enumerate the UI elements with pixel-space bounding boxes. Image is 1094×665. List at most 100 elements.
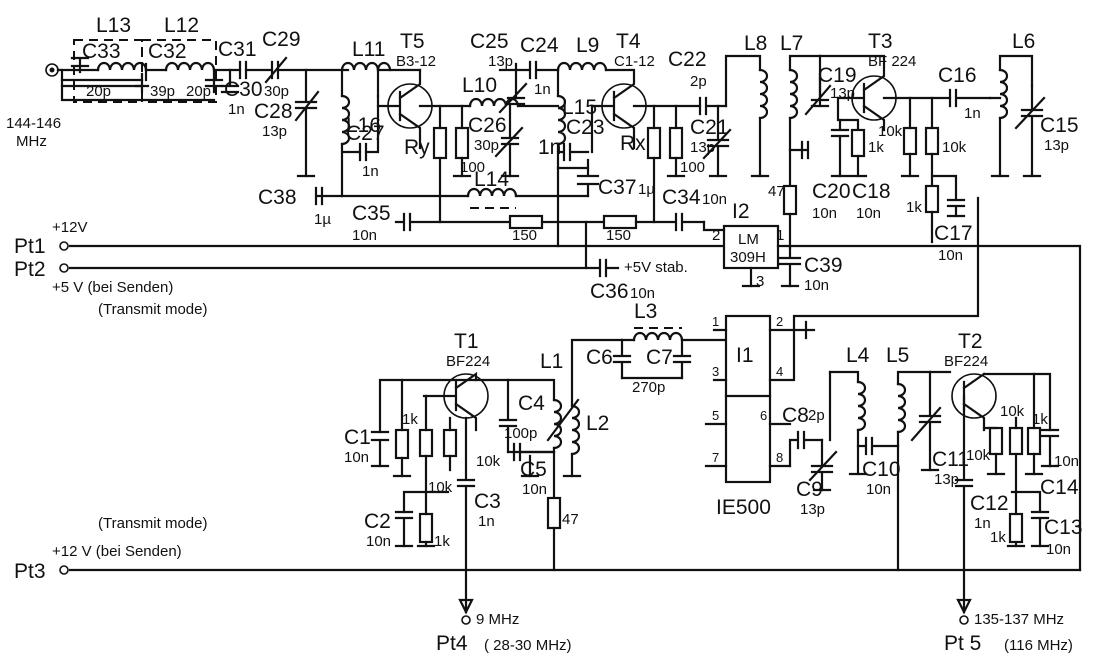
c17-label: C17 xyxy=(934,222,973,245)
t4-resistor-left xyxy=(646,126,662,160)
t1-label: T1 xyxy=(454,330,479,353)
ry-label: Ry xyxy=(404,136,430,159)
i2-pin3: 3 xyxy=(756,273,764,290)
pt4-freq2: ( 28-30 MHz) xyxy=(484,637,572,654)
c30-label: C30 xyxy=(224,78,263,101)
c11-value: 13p xyxy=(934,471,959,488)
c16-label: C16 xyxy=(938,64,977,87)
c37-value: 1µ xyxy=(638,181,655,198)
c36-cap xyxy=(68,258,620,278)
i1-pin5: 5 xyxy=(712,408,719,423)
r150a-value: 150 xyxy=(512,227,537,244)
l16-label: L16 xyxy=(346,114,381,137)
pt4-freq: 9 MHz xyxy=(476,611,519,628)
c9-label: C9 xyxy=(796,478,823,501)
l14-label: L14 xyxy=(474,168,509,191)
t4-r100: 100 xyxy=(680,159,705,176)
i1-pin6: 6 xyxy=(760,408,767,423)
l9-label: L9 xyxy=(576,34,599,57)
c20-value: 10n xyxy=(812,205,837,222)
pt3-terminal xyxy=(59,565,69,575)
t2-type: BF224 xyxy=(944,353,988,370)
c13-cap xyxy=(1010,490,1050,548)
c1-cap xyxy=(370,430,390,468)
t3-r10k-b: 10k xyxy=(942,139,967,156)
c5-value: 10n xyxy=(522,481,547,498)
i1-pin4: 4 xyxy=(776,364,783,379)
t4-label: T4 xyxy=(616,30,641,53)
t3-r1k-b: 1k xyxy=(906,199,922,216)
i2-pin2: 2 xyxy=(712,227,720,244)
c11-label: C11 xyxy=(932,448,969,471)
t2-transistor xyxy=(951,373,997,419)
c15-value: 13p xyxy=(1044,137,1069,154)
c2-cap xyxy=(394,510,414,548)
c24-value: 1n xyxy=(534,81,551,98)
c30-value: 1n xyxy=(228,101,245,118)
pt1-label: Pt1 xyxy=(14,235,46,258)
c16-cap xyxy=(948,88,992,108)
c24-label: C24 xyxy=(520,34,559,57)
c28-trimmer xyxy=(294,68,320,178)
l6-coil xyxy=(998,68,1009,120)
pt5-freq2: (116 MHz) xyxy=(1004,637,1073,654)
t1-r1k: 1k xyxy=(402,411,418,428)
t2-r1k: 1k xyxy=(1032,411,1048,428)
c12-value: 1n xyxy=(974,515,991,532)
t1-r47: 47 xyxy=(562,511,579,528)
l2-coil xyxy=(570,404,581,456)
t1-type: BF224 xyxy=(446,353,490,370)
c2-value: 10n xyxy=(366,533,391,550)
i2-line1: LM xyxy=(738,231,759,248)
i2-pin1: 1 xyxy=(776,227,784,244)
i2-line2: 309H xyxy=(730,249,766,266)
c3-value: 1n xyxy=(478,513,495,530)
pt3-voltage: +12 V (bei Senden) xyxy=(52,543,182,560)
t3-r10k-a: 10k xyxy=(878,123,903,140)
c36-label: C36 xyxy=(590,280,629,303)
t1-resistor-10k-a xyxy=(418,428,434,458)
i2-regulator xyxy=(722,224,780,270)
t3-resistor-1k xyxy=(850,128,866,158)
c35-cap xyxy=(394,212,512,232)
pt2-terminal xyxy=(59,263,69,273)
c35-value: 10n xyxy=(352,227,377,244)
c39-label: C39 xyxy=(804,254,843,277)
c19-label: C19 xyxy=(818,64,857,87)
t5-type: B3-12 xyxy=(396,53,436,70)
c32-value2: 20p xyxy=(186,83,211,100)
c14-label: C14 xyxy=(1040,476,1079,499)
i1-pin7: 7 xyxy=(712,450,719,465)
c15-label: C15 xyxy=(1040,114,1079,137)
c25-value: 13p xyxy=(488,53,513,70)
i2-label: I2 xyxy=(732,200,750,223)
l7-coil xyxy=(788,68,799,120)
c13-value: 10n xyxy=(1046,541,1071,558)
c4-value: 100p xyxy=(504,425,537,442)
c33-value: 20p xyxy=(86,83,111,100)
pt2-label: Pt2 xyxy=(14,258,46,281)
l15-label: L15 xyxy=(562,96,597,119)
t3-type: BF 224 xyxy=(868,53,916,70)
c37-cap xyxy=(576,158,600,198)
c8-cap xyxy=(788,430,824,468)
c1-value: 10n xyxy=(344,449,369,466)
c4-cap xyxy=(498,378,518,454)
c8-label: C8 xyxy=(782,404,809,427)
pt5-freq: 135-137 MHz xyxy=(974,611,1064,628)
c26-label: C26 xyxy=(468,114,507,137)
c14-cap xyxy=(1040,428,1060,468)
r150b-value: 150 xyxy=(606,227,631,244)
r47-lower xyxy=(546,496,562,530)
l3-label: L3 xyxy=(634,300,657,323)
c22-value: 2p xyxy=(690,73,707,90)
t2-resistor-1k-b xyxy=(1008,512,1024,544)
pt5-label: Pt 5 xyxy=(944,632,981,655)
c12-label: C12 xyxy=(970,492,1009,515)
pt4-label: Pt4 xyxy=(436,632,468,655)
c1-label: C1 xyxy=(344,426,371,449)
c18-cap xyxy=(830,118,850,178)
c34-label: C34 xyxy=(662,186,701,209)
c19-value: 13p xyxy=(830,85,855,102)
